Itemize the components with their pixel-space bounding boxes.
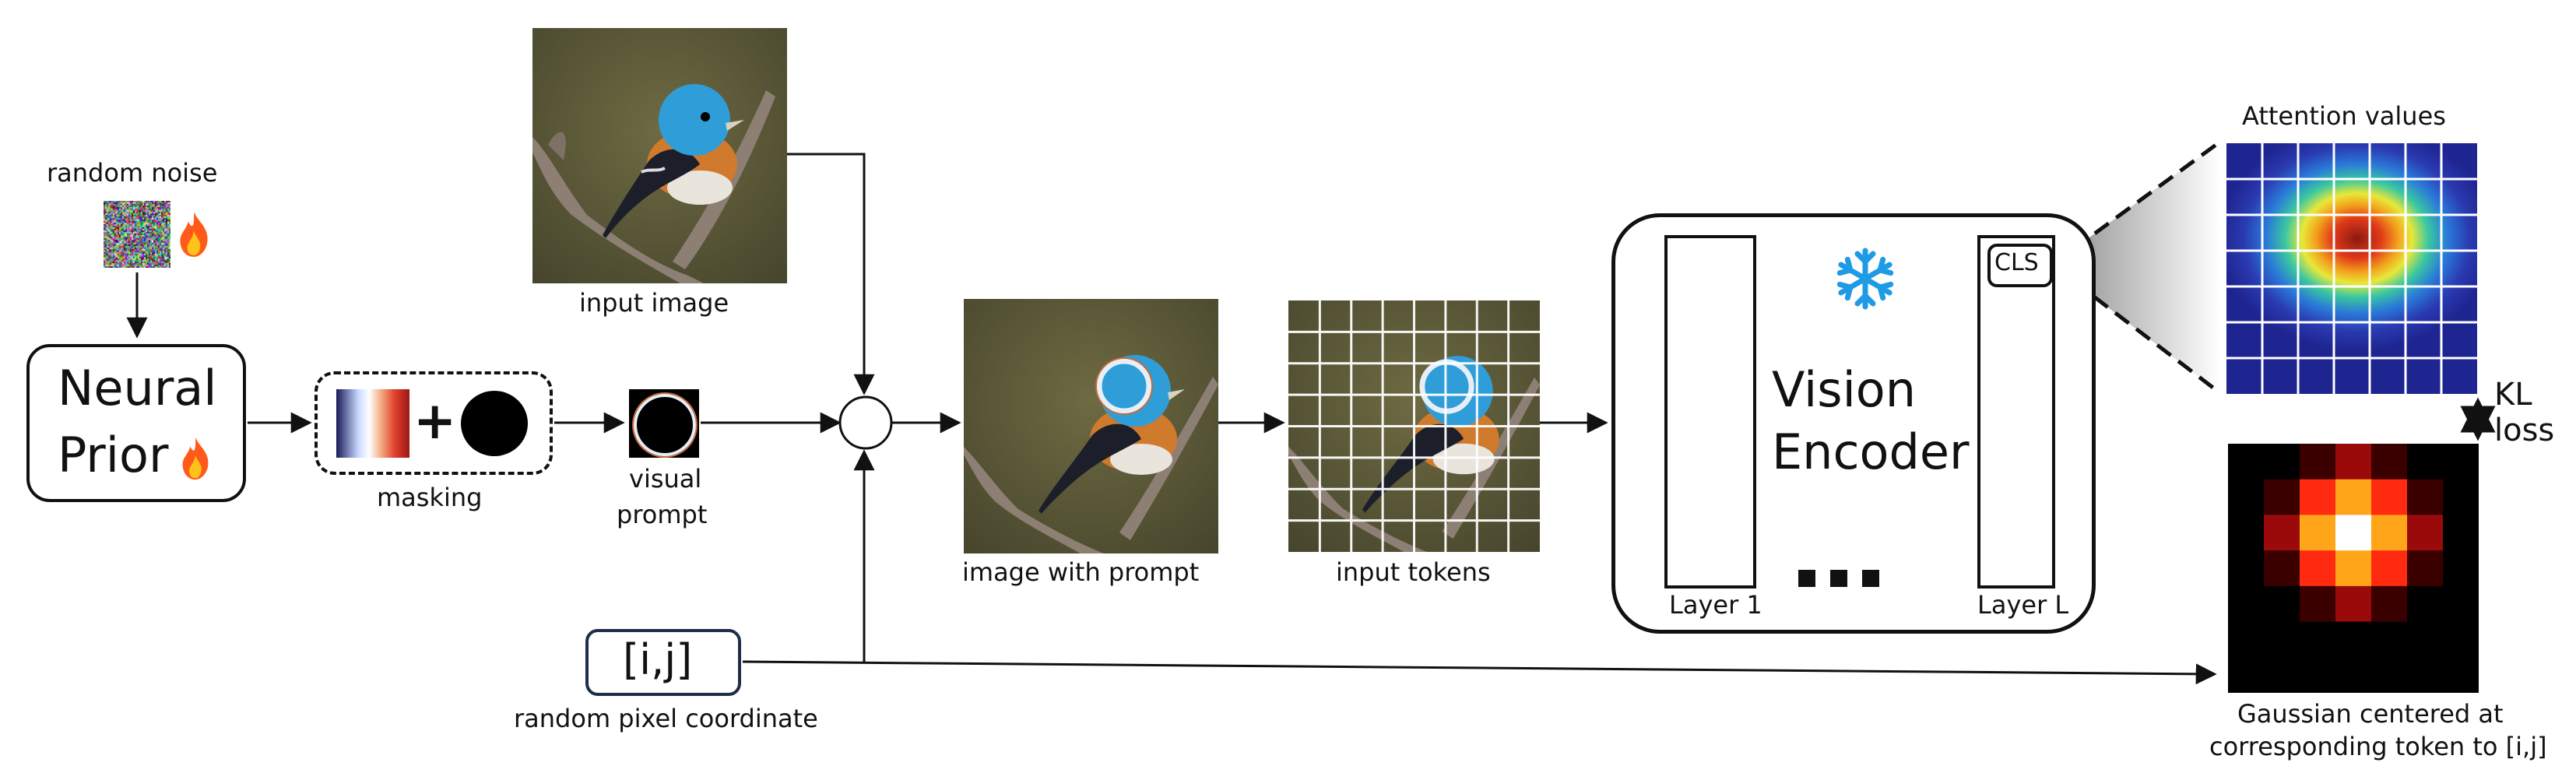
visual-prompt-label-line1: visual xyxy=(629,464,702,494)
input-tokens-image xyxy=(1288,299,1540,553)
gaussian-label-line2: corresponding token to [i,j] xyxy=(2209,732,2547,761)
zoom-cone xyxy=(2052,142,2220,393)
random-noise-image xyxy=(104,201,170,268)
layer-l-bar xyxy=(1977,235,2055,589)
ellipsis-dots xyxy=(1798,570,1880,590)
visual-prompt-label-line2: prompt xyxy=(617,500,708,529)
fire-icon xyxy=(182,437,209,480)
image-with-prompt-label: image with prompt xyxy=(962,557,1200,587)
vision-encoder-title-line1: Vision xyxy=(1772,361,1917,418)
image-with-prompt xyxy=(964,299,1218,553)
neural-prior-block xyxy=(26,344,246,502)
attention-heatmap xyxy=(2226,143,2477,394)
neural-prior-title-line1: Neural xyxy=(58,360,217,416)
fire-icon xyxy=(180,212,208,257)
attention-label: Attention values xyxy=(2242,101,2446,131)
noise-label: random noise xyxy=(47,158,218,188)
layer-l-label: Layer L xyxy=(1977,590,2069,620)
prior-output-thumbnail xyxy=(336,389,409,458)
masking-plus: + xyxy=(413,391,457,451)
vision-encoder-title-line2: Encoder xyxy=(1772,423,1970,480)
kl-label-line1: KL xyxy=(2494,377,2532,413)
visual-prompt-thumbnail xyxy=(629,389,699,458)
coordinate-text: [i,j] xyxy=(623,635,693,684)
input-tokens-label: input tokens xyxy=(1336,557,1491,587)
neural-prior-title-line2: Prior xyxy=(58,427,169,483)
coordinate-label: random pixel coordinate xyxy=(514,704,818,733)
snowflake-icon xyxy=(1833,248,1898,311)
masking-label: masking xyxy=(377,483,483,512)
layer-1-label: Layer 1 xyxy=(1669,590,1762,620)
gaussian-label-line1: Gaussian centered at xyxy=(2237,699,2504,729)
kl-label-line2: loss xyxy=(2494,413,2555,448)
cls-token-box xyxy=(1987,244,2053,287)
gaussian-target-heatmap xyxy=(2228,444,2479,693)
coordinate-box xyxy=(585,629,741,696)
mask-thumbnail xyxy=(458,388,532,459)
input-image-label: input image xyxy=(579,288,729,318)
input-image xyxy=(532,28,787,283)
combine-node xyxy=(838,395,893,450)
layer-1-bar xyxy=(1664,235,1756,589)
cls-token-label: CLS xyxy=(1994,249,2039,276)
